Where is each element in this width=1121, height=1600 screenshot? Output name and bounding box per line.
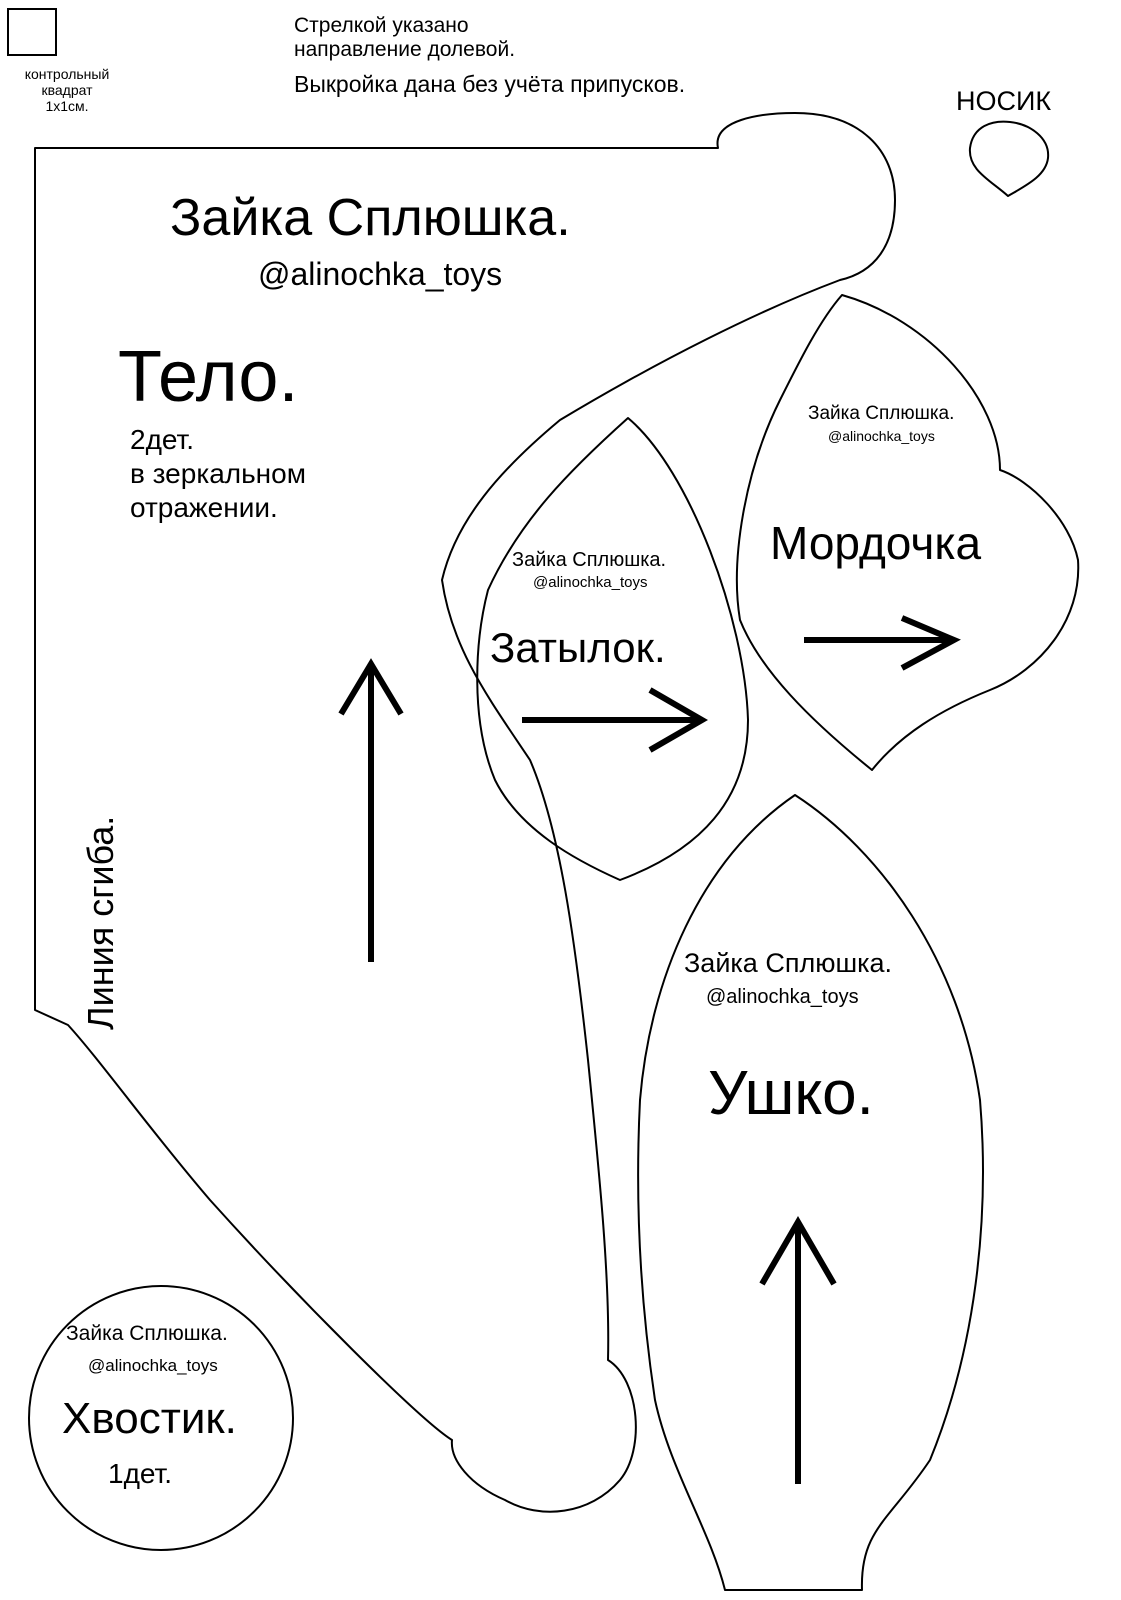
- control-square: [7, 8, 57, 56]
- ear-grain-arrow-icon: [759, 1216, 837, 1484]
- control-square-label-line2: квадрат: [41, 82, 93, 98]
- nose-outline: [968, 120, 1050, 197]
- ear-brand: Зайка Сплюшка.: [684, 948, 893, 978]
- back-head-outline: [476, 417, 749, 881]
- ear-piece-name: Ушко.: [708, 1059, 874, 1128]
- note-grain-direction: направление долевой.: [294, 38, 516, 61]
- face-grain-arrow-icon: [804, 615, 961, 671]
- note-no-allowance: Выкройка дана без учёта припусков.: [294, 71, 686, 97]
- body-mirror-note-line2: отражении.: [130, 492, 278, 523]
- body-outline: [34, 112, 896, 1513]
- body-grain-arrow-icon: [338, 658, 404, 962]
- body-handle: @alinochka_toys: [258, 256, 503, 292]
- ear-handle: @alinochka_toys: [706, 986, 859, 1008]
- nose-label: НОСИК: [956, 86, 1052, 116]
- face-handle: @alinochka_toys: [828, 428, 935, 444]
- body-piece-count: 2дет.: [130, 424, 195, 455]
- face-brand: Зайка Сплюшка.: [808, 403, 955, 424]
- tail-piece-name: Хвостик.: [62, 1394, 237, 1443]
- back-head-grain-arrow-icon: [522, 687, 709, 753]
- back-head-brand: Зайка Сплюшка.: [512, 549, 667, 571]
- tail-brand: Зайка Сплюшка.: [66, 1322, 228, 1345]
- back-head-handle: @alinochka_toys: [533, 574, 648, 591]
- face-outline: [735, 294, 1080, 771]
- control-square-label: контрольный квадрат 1х1см.: [0, 66, 134, 114]
- body-brand-title: Зайка Сплюшка.: [170, 189, 571, 247]
- control-square-label-line3: 1х1см.: [45, 98, 89, 114]
- tail-piece-count: 1дет.: [108, 1458, 173, 1489]
- face-piece-name: Мордочка: [770, 517, 982, 569]
- body-mirror-note-line1: в зеркальном: [130, 458, 306, 489]
- body-piece-name: Тело.: [118, 337, 299, 417]
- ear-outline: [637, 794, 984, 1591]
- tail-outline: [28, 1285, 294, 1551]
- fold-line-label: Линия сгиба.: [80, 815, 121, 1030]
- tail-handle: @alinochka_toys: [88, 1356, 218, 1375]
- back-head-piece-name: Затылок.: [490, 624, 666, 671]
- note-arrow-direction: Стрелкой указано: [294, 14, 469, 37]
- control-square-label-line1: контрольный: [24, 66, 110, 82]
